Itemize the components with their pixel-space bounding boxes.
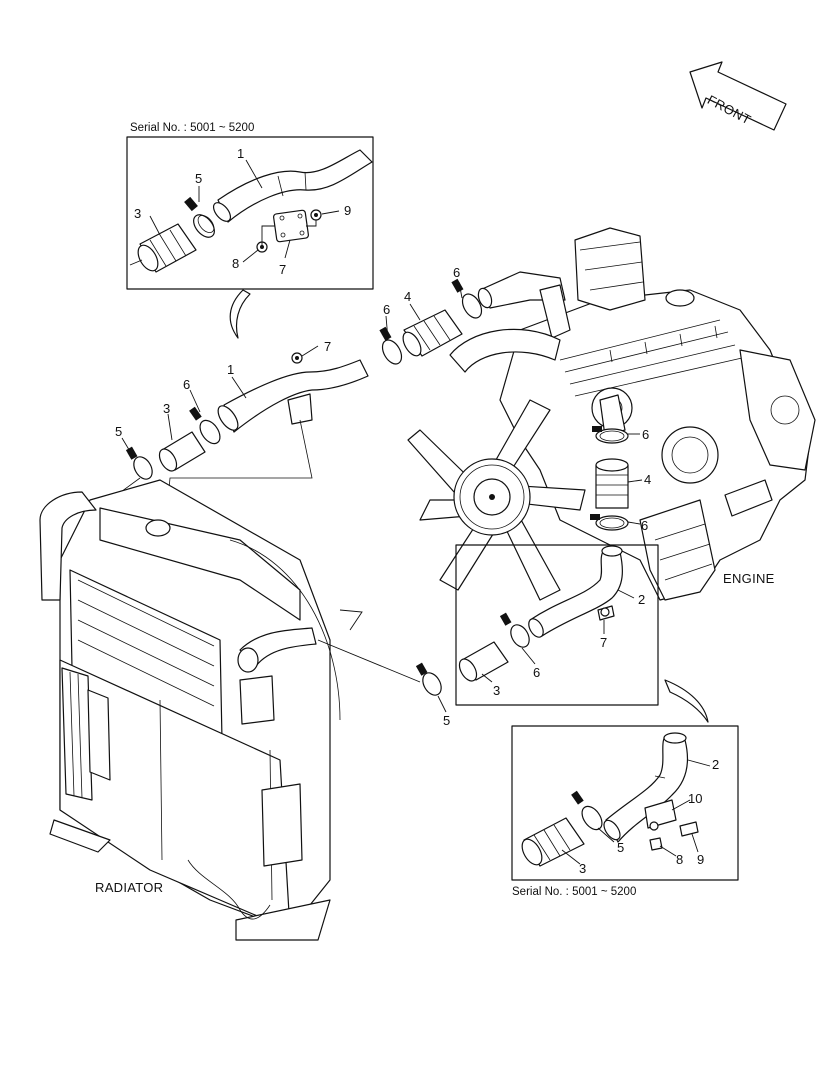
- callout-part: 5: [195, 171, 203, 186]
- engine-assembly: [407, 227, 816, 601]
- callout-part: 1: [237, 146, 245, 161]
- radiator-assembly: [39, 479, 421, 941]
- callout-part: 7: [324, 339, 332, 354]
- front-arrow: [689, 61, 787, 131]
- callout-part: 6: [183, 377, 191, 392]
- callout-part: 4: [404, 289, 412, 304]
- callout-part: 4: [644, 472, 652, 487]
- callout-part: 6: [642, 427, 650, 442]
- callout-part: 9: [697, 852, 705, 867]
- callout-part: 1: [227, 362, 235, 377]
- callout-part: 9: [344, 203, 352, 218]
- callout-part: 3: [163, 401, 171, 416]
- inset-bottom-serial: Serial No. : 5001 ~ 5200: [512, 886, 637, 898]
- inset-bottom-box: [511, 725, 739, 881]
- callout-part: 6: [383, 302, 391, 317]
- radiator-label: RADIATOR: [95, 880, 164, 895]
- callout-part: 5: [115, 424, 123, 439]
- callout-part: 8: [232, 256, 240, 271]
- engine-side-hose: [590, 394, 643, 531]
- inset-top-box: [126, 136, 374, 290]
- callout-part: 5: [443, 713, 451, 728]
- callout-part: 6: [533, 665, 541, 680]
- callout-part: 7: [279, 262, 287, 277]
- main-hose-route: [109, 278, 483, 501]
- callout-part: 8: [676, 852, 684, 867]
- callout-part: 10: [688, 791, 703, 806]
- callout-part: 6: [453, 265, 461, 280]
- callout-part: 3: [579, 861, 587, 876]
- inset-top-serial: Serial No. : 5001 ~ 5200: [130, 122, 255, 134]
- callout-part: 2: [638, 592, 646, 607]
- callout-part: 7: [600, 635, 608, 650]
- callout-part: 3: [134, 206, 142, 221]
- callout-part: 6: [641, 518, 649, 533]
- callout-part: 5: [617, 840, 625, 855]
- inset-middle-box: [415, 544, 659, 713]
- cooling-fan: [407, 399, 586, 601]
- callout-part: 2: [712, 757, 720, 772]
- engine-label: ENGINE: [723, 571, 775, 586]
- callout-part: 3: [493, 683, 501, 698]
